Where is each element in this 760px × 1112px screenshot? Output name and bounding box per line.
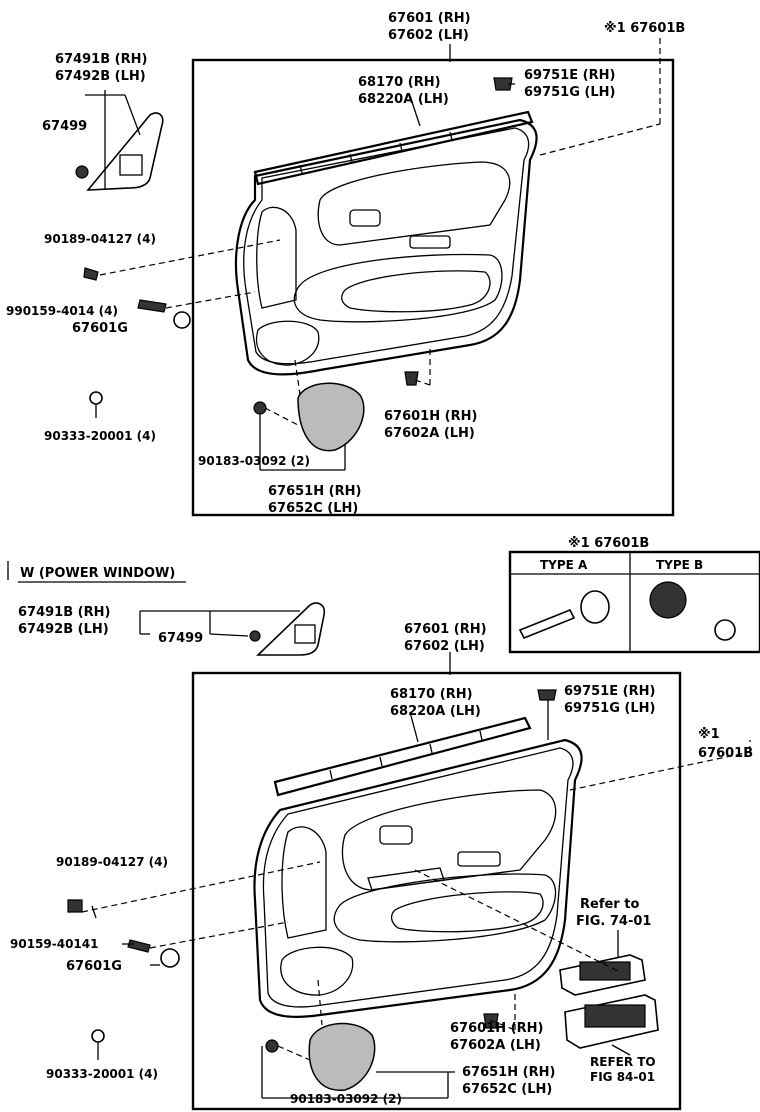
type-b-clip-icon	[649, 581, 687, 619]
bottom-clip-rh: 69751E (RH)	[564, 684, 655, 699]
top-screw-990159	[137, 299, 167, 313]
top-cap-67601g	[173, 311, 191, 329]
top-weather-lh: 68220A (LH)	[358, 92, 449, 107]
bottom-cap-67601g	[160, 948, 180, 968]
type-b-label: TYPE B	[656, 558, 703, 572]
window-switch-master-buttons	[584, 1004, 646, 1028]
top-door-panel	[234, 118, 538, 376]
bottom-trim-rh: 67491B (RH)	[18, 605, 110, 620]
bottom-screw-90189	[67, 899, 83, 913]
bottom-pocket-rh: 67601H (RH)	[450, 1021, 543, 1036]
top-screw-c: 990159-4014 (4)	[6, 304, 118, 318]
top-panel-no-lh: 67602 (LH)	[388, 28, 469, 43]
bottom-speaker-lh: 67652C (LH)	[462, 1082, 552, 1097]
bottom-ref-mark: ※1	[698, 727, 720, 742]
top-clip-lh: 69751G (LH)	[524, 85, 615, 100]
bottom-screw-d: 90183-03092 (2)	[290, 1092, 402, 1106]
top-speaker-lh: 67652C (LH)	[268, 501, 358, 516]
bottom-screw-90159	[127, 939, 151, 953]
top-cap: 67601G	[72, 321, 128, 336]
top-screw-a: 67499	[42, 119, 87, 134]
top-clip-rh: 69751E (RH)	[524, 68, 615, 83]
bottom-panel-no-lh: 67602 (LH)	[404, 639, 485, 654]
top-panel-no: 67601 (RH)	[388, 11, 471, 26]
type-ref-box	[508, 550, 760, 654]
top-screw-d: 90183-03092 (2)	[198, 454, 310, 468]
type-b-cap-icon	[714, 619, 736, 641]
top-speaker-grille	[297, 382, 365, 452]
bottom-nut-90333	[91, 1029, 105, 1043]
bottom-cap: 67601G	[66, 959, 122, 974]
bottom-weatherstrip	[273, 716, 532, 797]
top-nut: 90333-20001 (4)	[44, 429, 156, 443]
top-screw-b: 90189-04127 (4)	[44, 232, 156, 246]
bottom-nut: 90333-20001 (4)	[46, 1067, 158, 1081]
bottom-section-title: W (POWER WINDOW)	[20, 566, 175, 581]
top-trim-lh: 67492B (LH)	[55, 69, 146, 84]
top-pocket-rh: 67601H (RH)	[384, 409, 477, 424]
bottom-section	[7, 550, 760, 1111]
type-a-grommet-icon	[580, 590, 610, 624]
bottom-screw-c: 90159-40141	[10, 937, 98, 951]
bottom-pocket-lh: 67602A (LH)	[450, 1038, 541, 1053]
bottom-refer-2: REFER TO	[590, 1055, 656, 1069]
top-pocket-clip	[404, 371, 419, 386]
bottom-ref-mark-no: 67601B	[698, 746, 753, 761]
top-triangle-trim	[86, 112, 164, 191]
bottom-screw-67499	[249, 630, 261, 642]
bottom-refer-2b: FIG 84-01	[590, 1070, 655, 1084]
bottom-triangle-trim	[256, 602, 326, 656]
top-trim-rh: 67491B (RH)	[55, 52, 147, 67]
top-screw-90183	[253, 401, 267, 415]
top-section	[75, 38, 675, 517]
bottom-refer-1: Refer to	[580, 897, 639, 912]
top-speaker-rh: 67651H (RH)	[268, 484, 361, 499]
type-a-label: TYPE A	[540, 558, 588, 572]
bottom-weather-lh: 68220A (LH)	[390, 704, 481, 719]
bottom-clip-69751	[537, 689, 557, 701]
bottom-panel-no: 67601 (RH)	[404, 622, 487, 637]
top-nut-90333	[89, 391, 103, 405]
top-screw-90189	[83, 267, 99, 281]
top-screw-67499	[75, 165, 89, 179]
top-ref-mark: ※1 67601B	[604, 21, 685, 36]
bottom-speaker-grille	[308, 1022, 376, 1091]
bottom-weather-rh: 68170 (RH)	[390, 687, 473, 702]
bottom-speaker-rh: 67651H (RH)	[462, 1065, 555, 1080]
bottom-screw-90183	[265, 1039, 279, 1053]
bottom-screw-b: 90189-04127 (4)	[56, 855, 168, 869]
top-clip-69751	[493, 77, 513, 91]
type-a-clip-icon	[518, 608, 576, 640]
top-weatherstrip	[253, 110, 534, 186]
bottom-clip-lh: 69751G (LH)	[564, 701, 655, 716]
bottom-trim-lh: 67492B (LH)	[18, 622, 109, 637]
bottom-ref-box-title: ※1 67601B	[568, 536, 649, 551]
top-pocket-lh: 67602A (LH)	[384, 426, 475, 441]
bottom-refer-1b: FIG. 74-01	[576, 914, 651, 929]
top-weather-rh: 68170 (RH)	[358, 75, 441, 90]
top-frame	[191, 58, 675, 517]
bottom-door-panel	[253, 738, 583, 1018]
bottom-screw-a: 67499	[158, 631, 203, 646]
window-switch-buttons	[579, 961, 631, 981]
